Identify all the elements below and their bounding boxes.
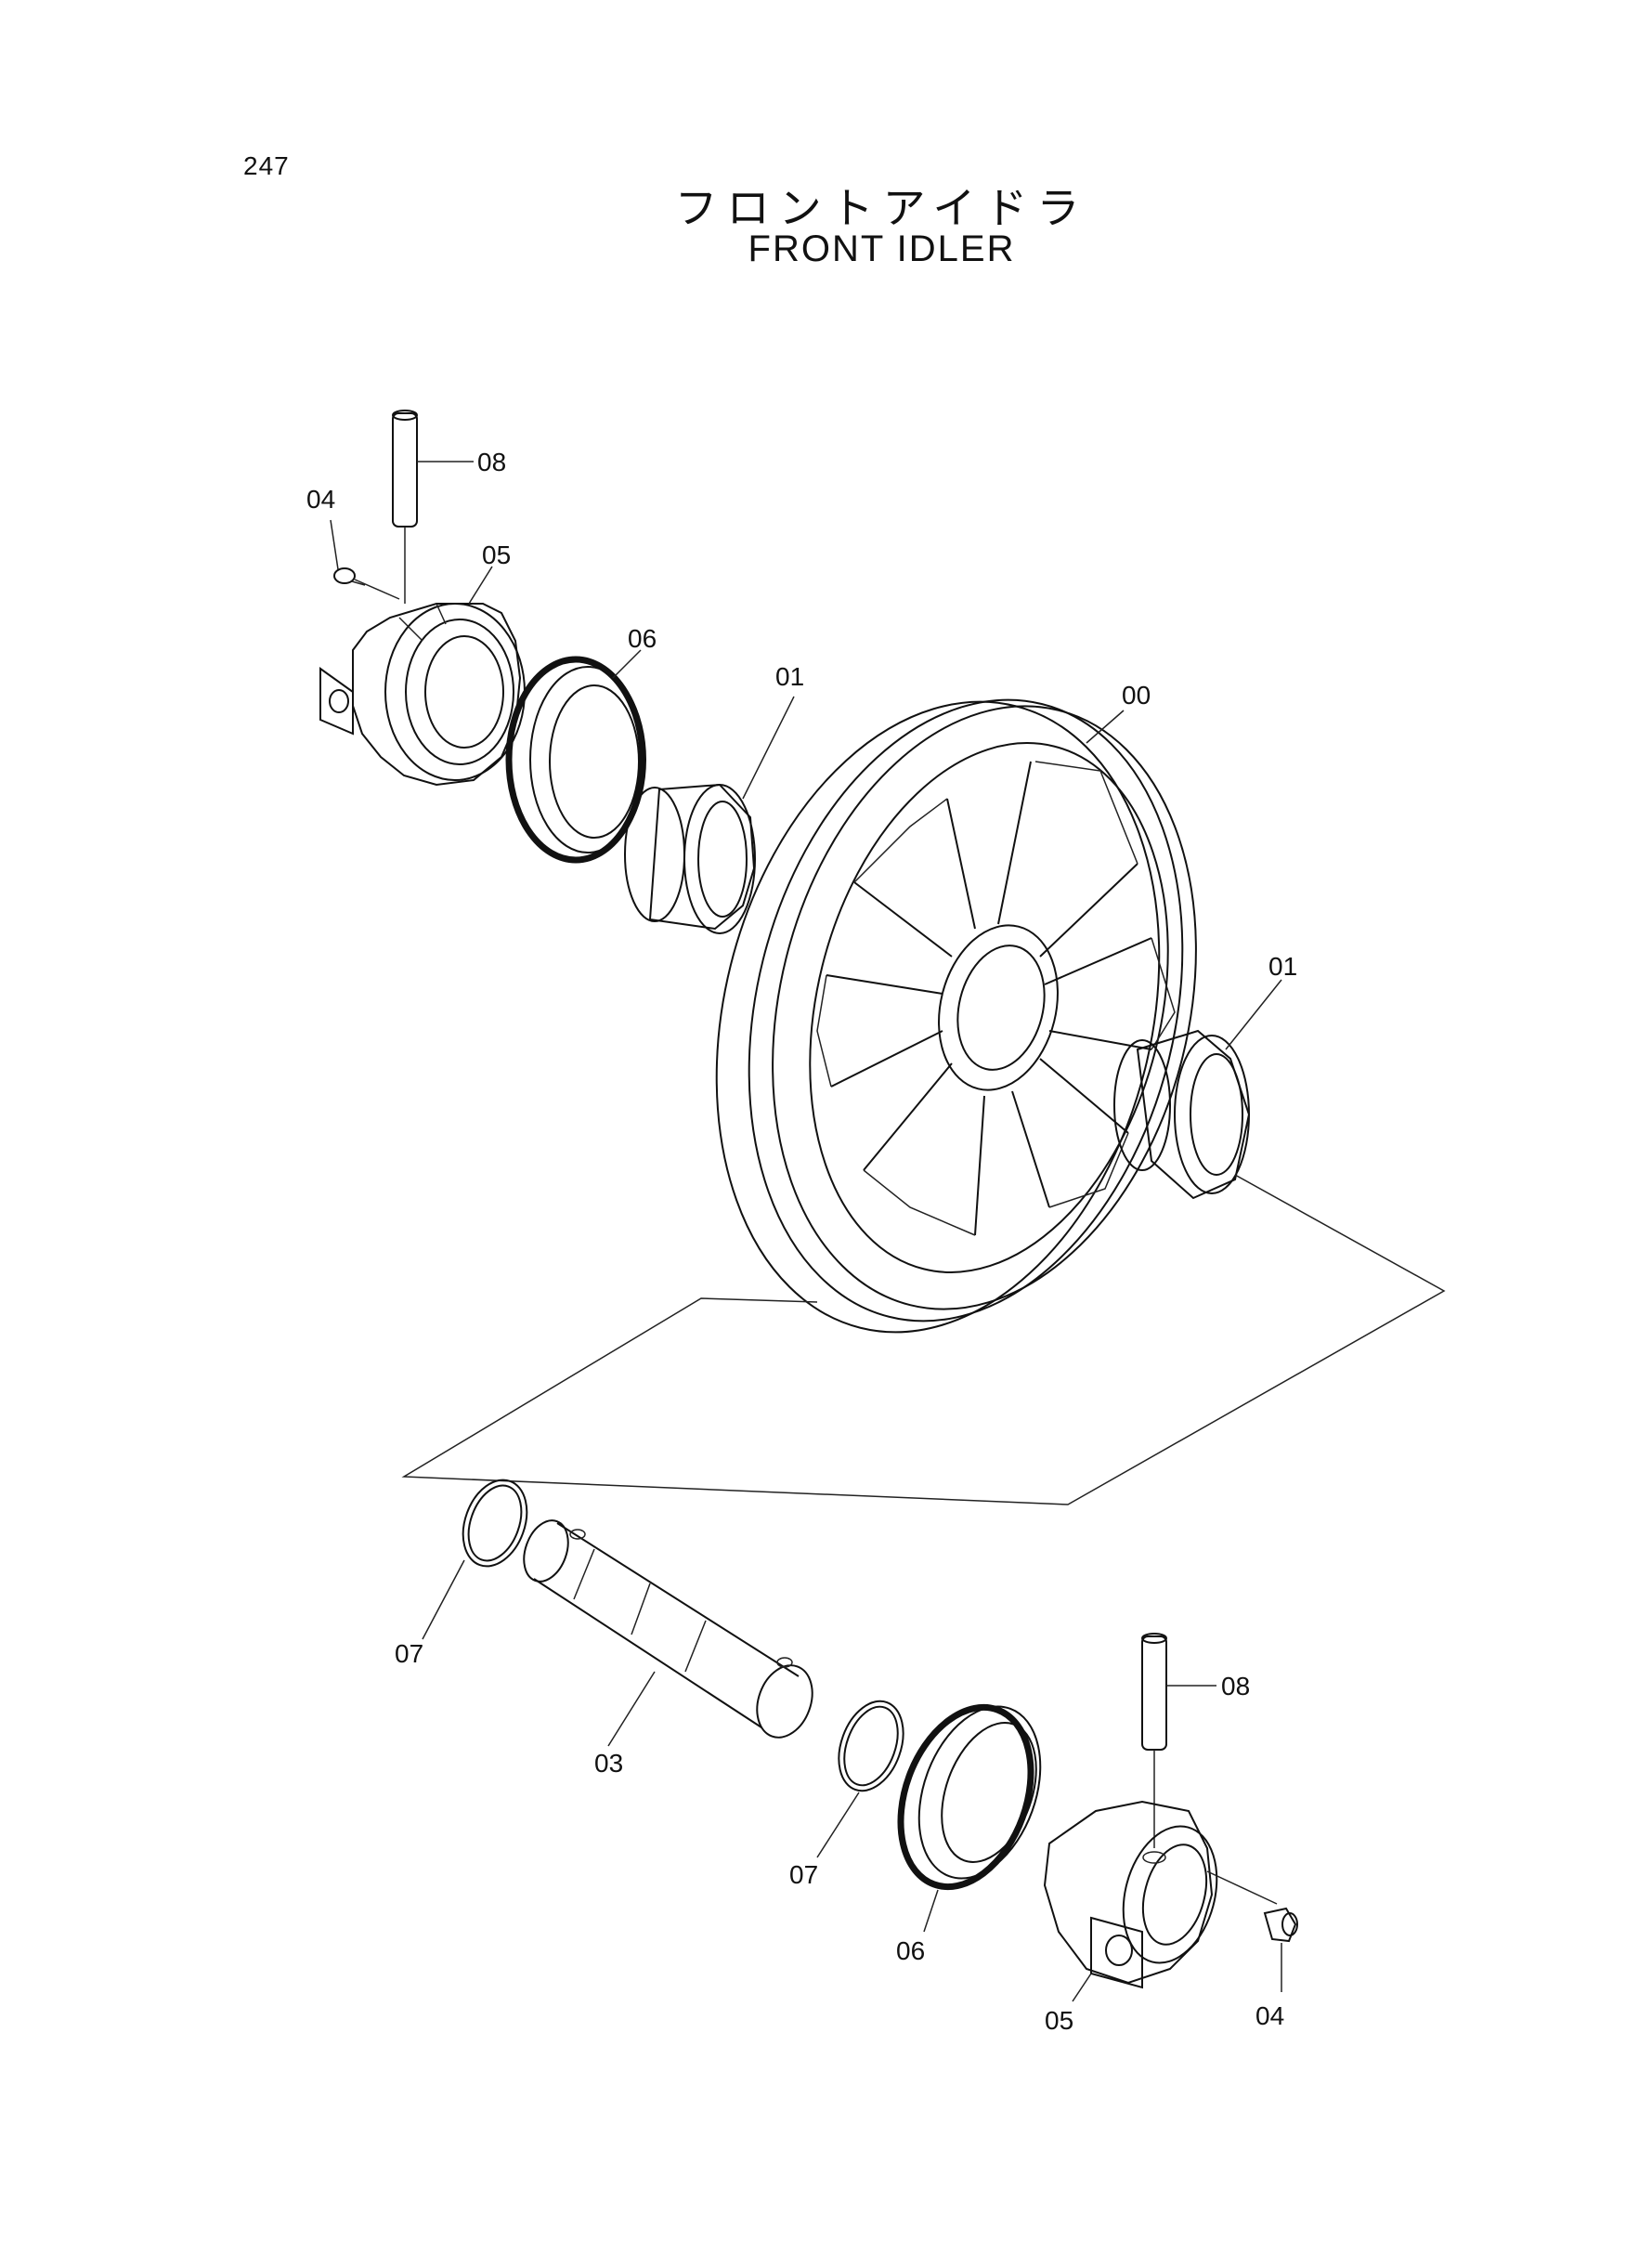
callout-04-lower: 04 [1255, 2001, 1284, 2030]
shaft [523, 1519, 813, 1747]
callout-08-lower: 08 [1221, 1672, 1250, 1700]
oring-right [816, 1700, 904, 1858]
idler-wheel [715, 698, 1197, 1334]
callout-05-upper: 05 [482, 541, 511, 569]
title-english: FRONT IDLER [748, 228, 1016, 269]
callout-07-right: 07 [789, 1860, 818, 1889]
oring-left [422, 1479, 528, 1640]
bushing-upper [624, 696, 795, 934]
assembly-line [401, 1174, 1446, 1505]
bracket-upper [319, 566, 526, 787]
callout-00: 00 [1122, 681, 1151, 710]
callout-01-lower: 01 [1268, 952, 1297, 981]
callout-01-upper: 01 [775, 662, 804, 691]
callout-04-upper: 04 [306, 485, 335, 514]
callout-08-upper: 08 [477, 448, 506, 476]
title-japanese: フロントアイドラ [674, 183, 1089, 233]
plug-lower [1263, 1907, 1298, 1992]
callout-06-upper: 06 [628, 624, 657, 653]
bracket-lower [1043, 1800, 1278, 2002]
pin-lower [1141, 1633, 1216, 1848]
callout-06-lower: 06 [896, 1936, 925, 1965]
plug-upper [330, 519, 400, 600]
pin-upper [392, 410, 474, 604]
callout-03: 03 [594, 1749, 623, 1778]
seal-lower [897, 1703, 1042, 1933]
callout-05-lower: 05 [1045, 2006, 1073, 2035]
bushing-lower [1113, 979, 1282, 1200]
page-number: 247 [243, 151, 290, 180]
callout-07-left: 07 [395, 1639, 423, 1668]
seal-upper [505, 649, 646, 864]
